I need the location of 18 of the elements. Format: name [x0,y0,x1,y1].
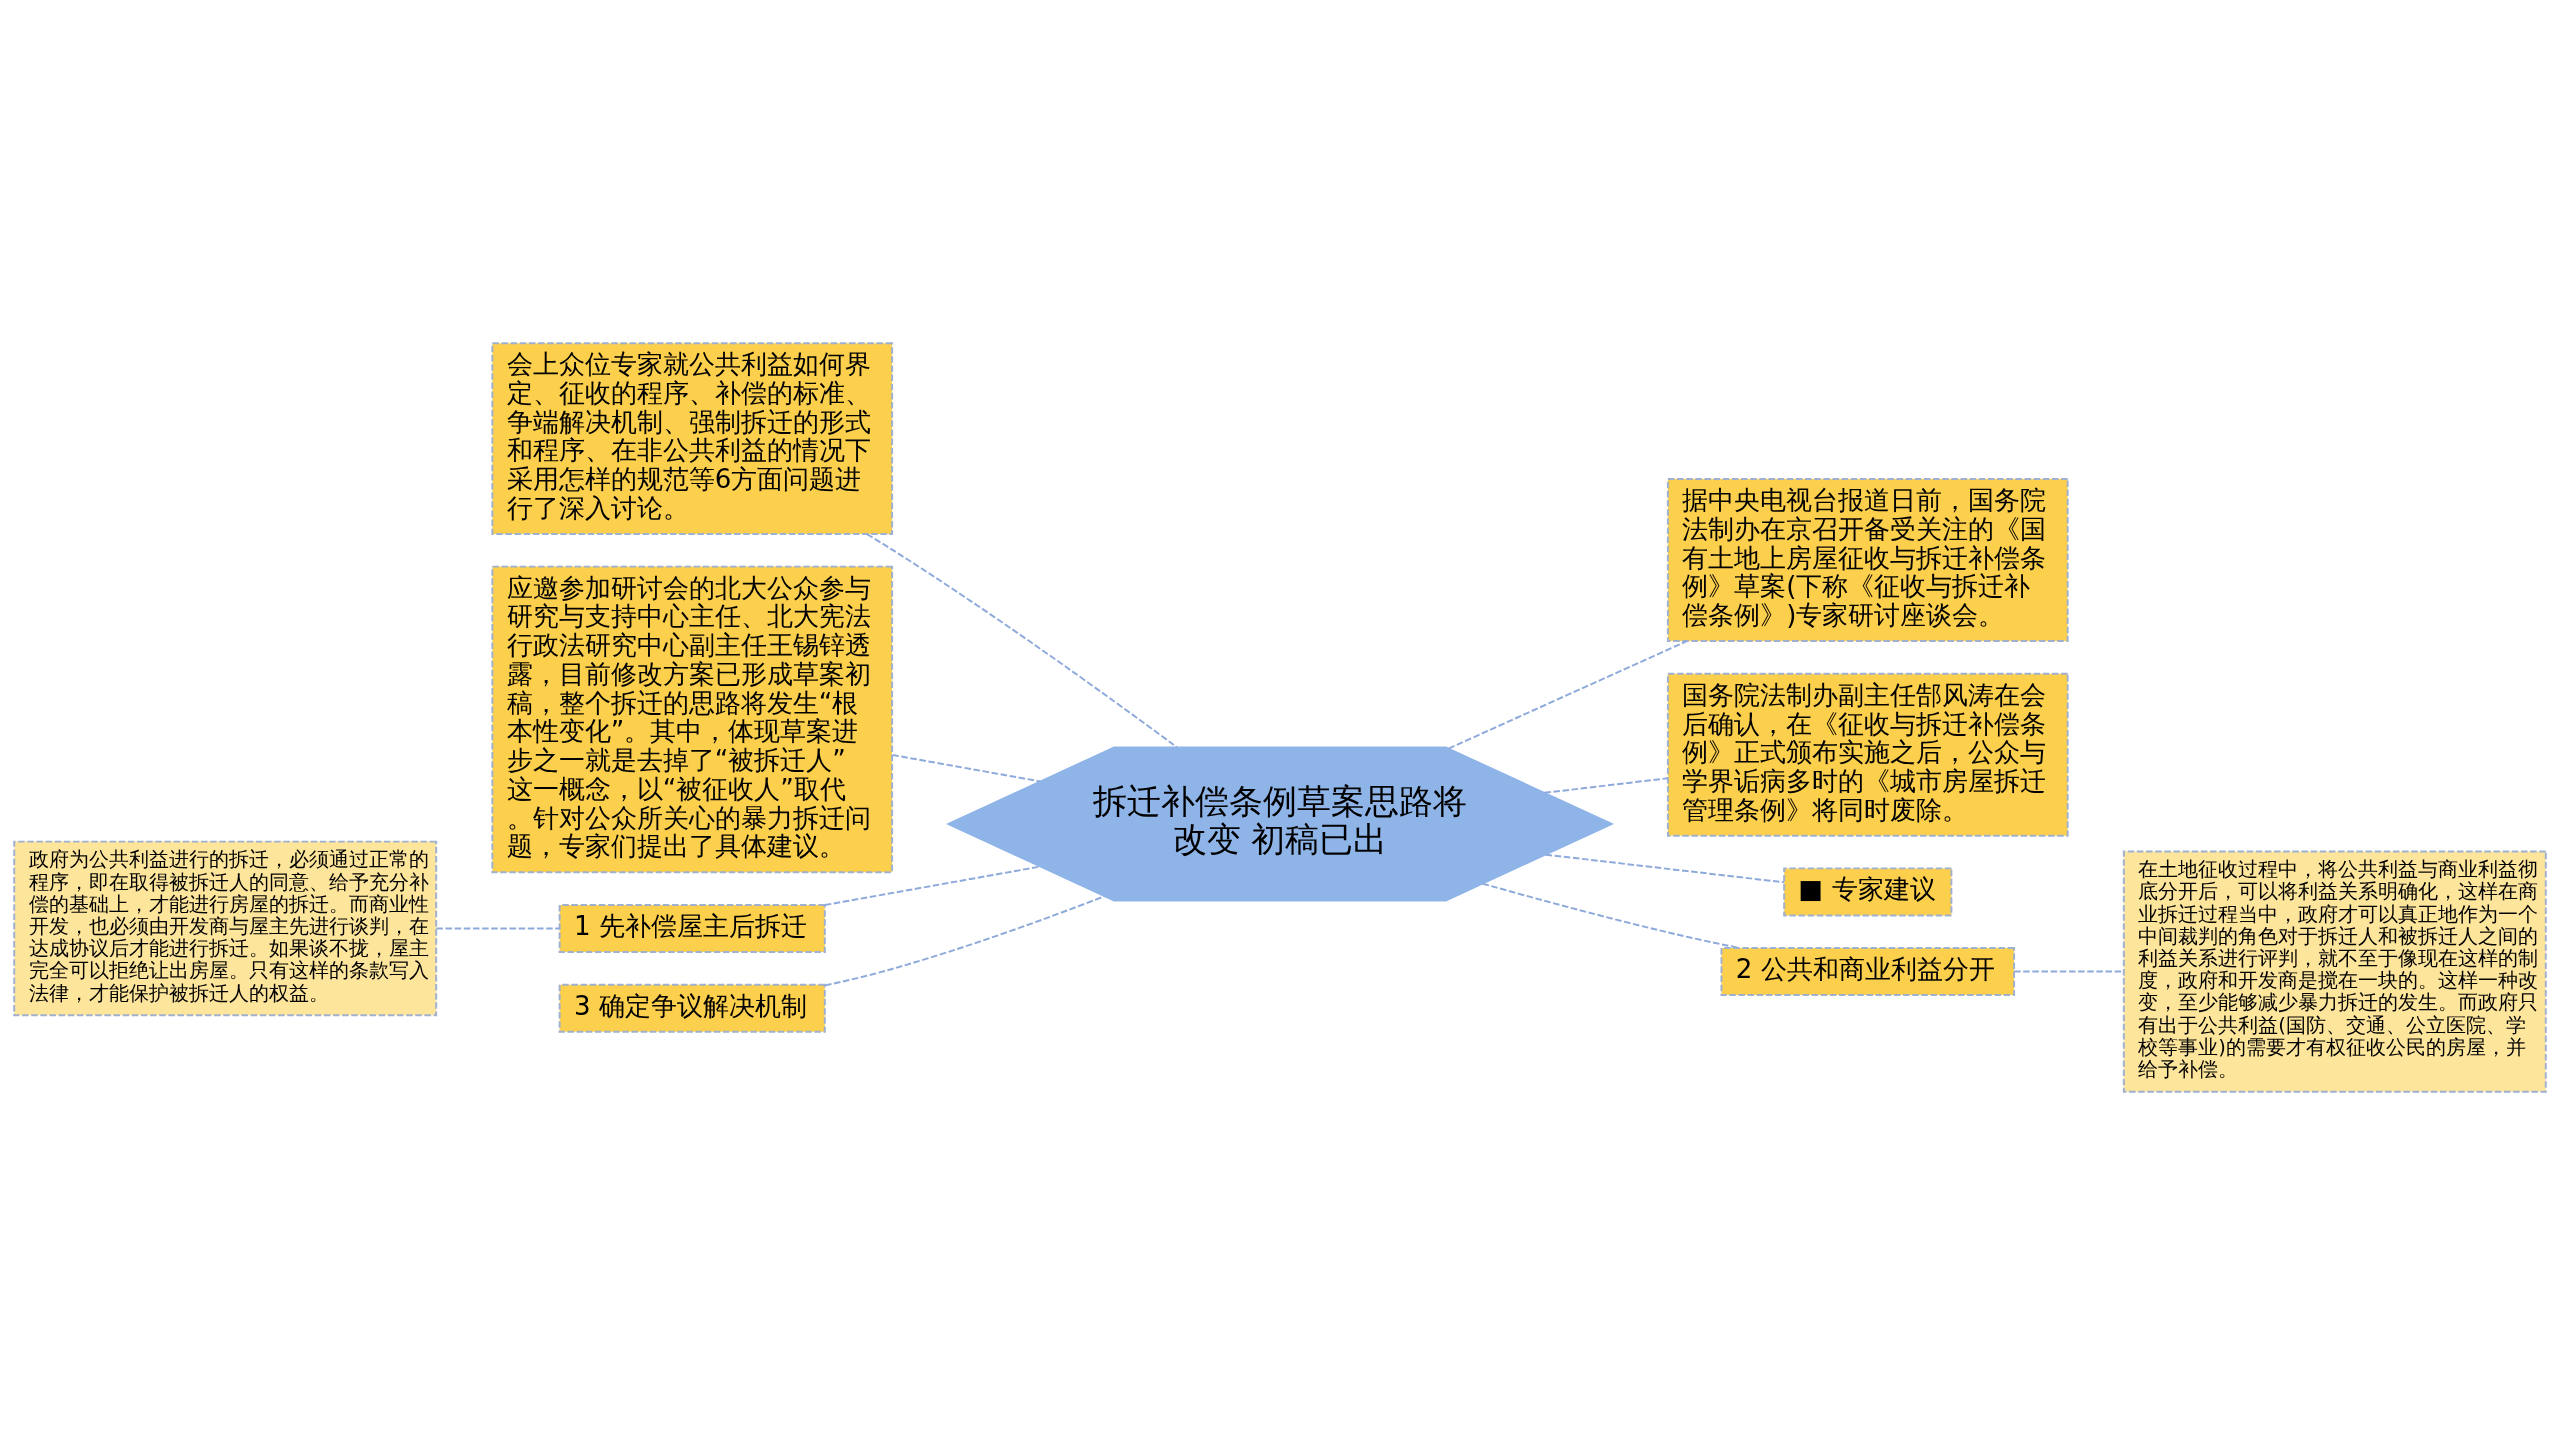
node-box: 国务院法制办副主任郜风涛在会后确认，在《征收与拆迁补偿条例》正式颁布实施之后，公众与学界诟病多时的《城市房屋拆迁管理条例》将同时废除。 [1666,672,2069,837]
connector [1544,853,1786,884]
connector [1481,882,1740,949]
node-box: 应邀参加研讨会的北大公众参与研究与支持中心主任、北大宪法行政法研究中心副主任王锡锌透露，目前修改方案已形成草案初稿，整个拆迁的思路将发生“根本性变化”。其中，体现草案进步之一就是去掉了“被拆迁人”这一概念，以“被征收人”取代。针对公众所关心的暴力拆迁问题，专家们提出了具体建议。 [491,565,894,874]
connector [435,927,561,930]
connector [1447,640,1688,750]
node-box: ■ 专家建议 [1783,867,1953,917]
node-box: 会上众位专家就公共利益如何界定、征收的程序、补偿的标准、争端解决机制、强制拆迁的形式和程序、在非公共利益的情况下采用怎样的规范等6方面问题进行了深入讨论。 [491,342,894,535]
node-box: 政府为公共利益进行的拆迁，必须通过正常的程序，即在取得被拆迁人的同意、给予充分补偿的基础上，才能进行房屋的拆迁。而商业性开发，也必须由开发商与屋主先进行谈判，在达成协议后才能进行拆迁。如果谈不拢，屋主完全可以拒绝让出房屋。只有这样的条款写入法律，才能保护被拆迁人的权益。 [13,840,438,1017]
connector [824,895,1106,987]
connector [891,754,1042,783]
connector [1543,777,1669,794]
connector [865,533,1178,749]
node-box: 3 确定争议解决机制 [558,983,826,1033]
node-box: 据中央电视台报道日前，国务院法制办在京召开备受关注的《国有土地上房屋征收与拆迁补偿条例》草案(下称《征收与拆迁补偿条例》)专家研讨座谈会。 [1666,478,2069,643]
node-box: 在土地征收过程中，将公共利益与商业利益彻底分开后，可以将利益关系明确化，这样在商业拆迁过程当中，政府才可以真正地作为一个中间裁判的角色对于拆迁人和被拆迁人之间的利益关系进行评判，就不至于像现在这样的制度，政府和开发商是搅在一块的。这样一种改变，至少能够减少暴力拆迁的发生。而政府只有出于公共利益(国防、交通、公立医院、学校等事业)的需要才有权征收公民的房屋，并给予补偿。 [2122,850,2547,1093]
node-box: 2 公共和商业利益分开 [1720,947,2016,997]
node-box: 1 先补偿屋主后拆迁 [558,904,826,953]
